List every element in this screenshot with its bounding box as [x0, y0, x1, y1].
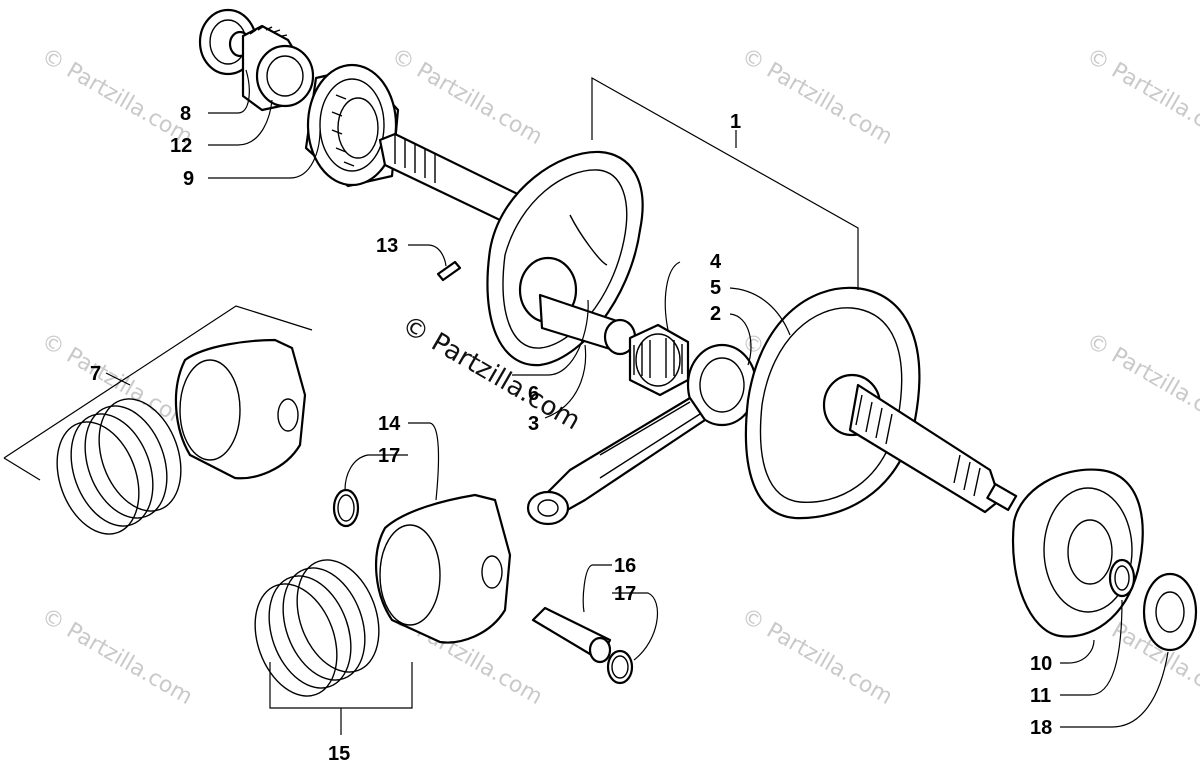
- main-bearing-right: [1012, 468, 1144, 638]
- callout-17: 17: [378, 445, 400, 467]
- callout-3: 3: [528, 413, 539, 435]
- leader-lines: [105, 69, 1169, 728]
- callout-10: 10: [1030, 653, 1052, 675]
- callout-12: 12: [170, 135, 192, 157]
- piston-rings-upper: [56, 398, 182, 535]
- callout-5: 5: [710, 277, 721, 299]
- needle-bearing: [628, 323, 690, 397]
- drive-gear: [241, 24, 315, 112]
- watermark: © Partzilla.com: [1082, 44, 1200, 151]
- watermark: © Partzilla.com: [387, 44, 547, 151]
- callout-1: 1: [730, 111, 741, 133]
- callout-17: 17: [614, 583, 636, 605]
- piston-lower: [375, 493, 512, 644]
- callouts: 1 8 12 9 13 4 5 2 6 3 7 14 17 16 17 15 1…: [90, 103, 1052, 765]
- main-bearing-left: [304, 63, 400, 188]
- callout-15: 15: [328, 743, 350, 765]
- seal-washer: [1142, 572, 1198, 652]
- watermark: © Partzilla.com: [1082, 329, 1200, 436]
- callout-18: 18: [1030, 717, 1052, 739]
- callout-6: 6: [528, 383, 539, 405]
- crankshaft-right-shaft: [848, 383, 1018, 514]
- piston-upper: [174, 338, 307, 480]
- circlip-upper: [332, 488, 360, 528]
- callout-13: 13: [376, 235, 398, 257]
- circlip-lower: [606, 649, 634, 685]
- woodruff-key: [436, 260, 462, 282]
- callout-9: 9: [183, 168, 194, 190]
- piston-pin: [531, 606, 612, 664]
- callout-2: 2: [710, 303, 721, 325]
- watermark: © Partzilla.com: [737, 44, 897, 151]
- o-ring: [1108, 558, 1136, 598]
- callout-7: 7: [90, 363, 101, 385]
- brackets: [3, 76, 859, 735]
- callout-16: 16: [614, 555, 636, 577]
- watermark: © Partzilla.com: [37, 604, 197, 711]
- crank-flywheel-right: [744, 286, 921, 520]
- watermark: © Partzilla.com: [37, 329, 197, 436]
- piston-rings-lower: [254, 559, 380, 697]
- crank-pin: [538, 293, 637, 356]
- callout-14: 14: [378, 413, 401, 435]
- callout-4: 4: [710, 251, 722, 273]
- watermark: © Partzilla.com: [737, 604, 897, 711]
- connecting-rod: [526, 343, 758, 526]
- callout-8: 8: [180, 103, 191, 125]
- callout-11: 11: [1030, 685, 1051, 707]
